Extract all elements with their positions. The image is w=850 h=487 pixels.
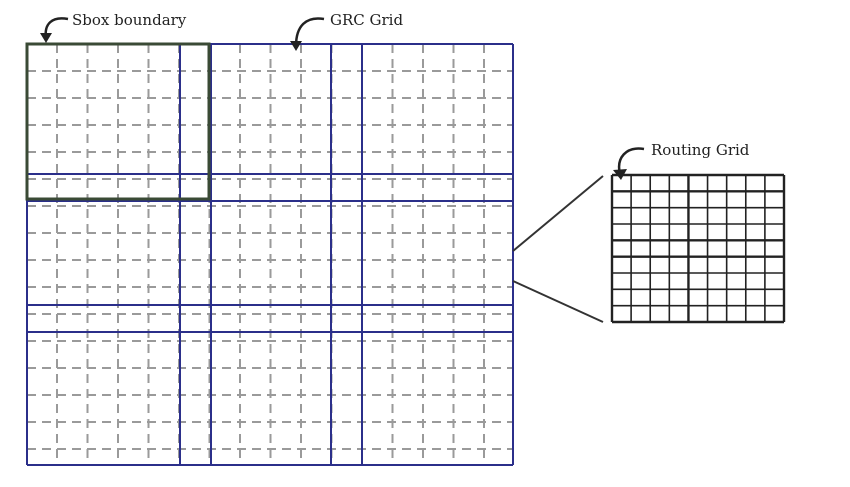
dashed-fine-grid — [27, 44, 513, 465]
routing-grid-label: Routing Grid — [651, 141, 750, 159]
grc-grid-label: GRC Grid — [330, 11, 403, 29]
sbox-boundary-label: Sbox boundary — [72, 11, 187, 29]
routing-grid — [610, 173, 786, 324]
sbox-arrow-icon — [40, 17, 69, 43]
grc-arrow-icon — [290, 17, 325, 51]
sbox-boundary — [25, 42, 211, 201]
zoom-connector-bottom — [512, 280, 604, 323]
zoom-connector-top — [512, 175, 604, 252]
routing-arrow-icon — [613, 147, 645, 180]
grc-grid — [26, 43, 514, 466]
